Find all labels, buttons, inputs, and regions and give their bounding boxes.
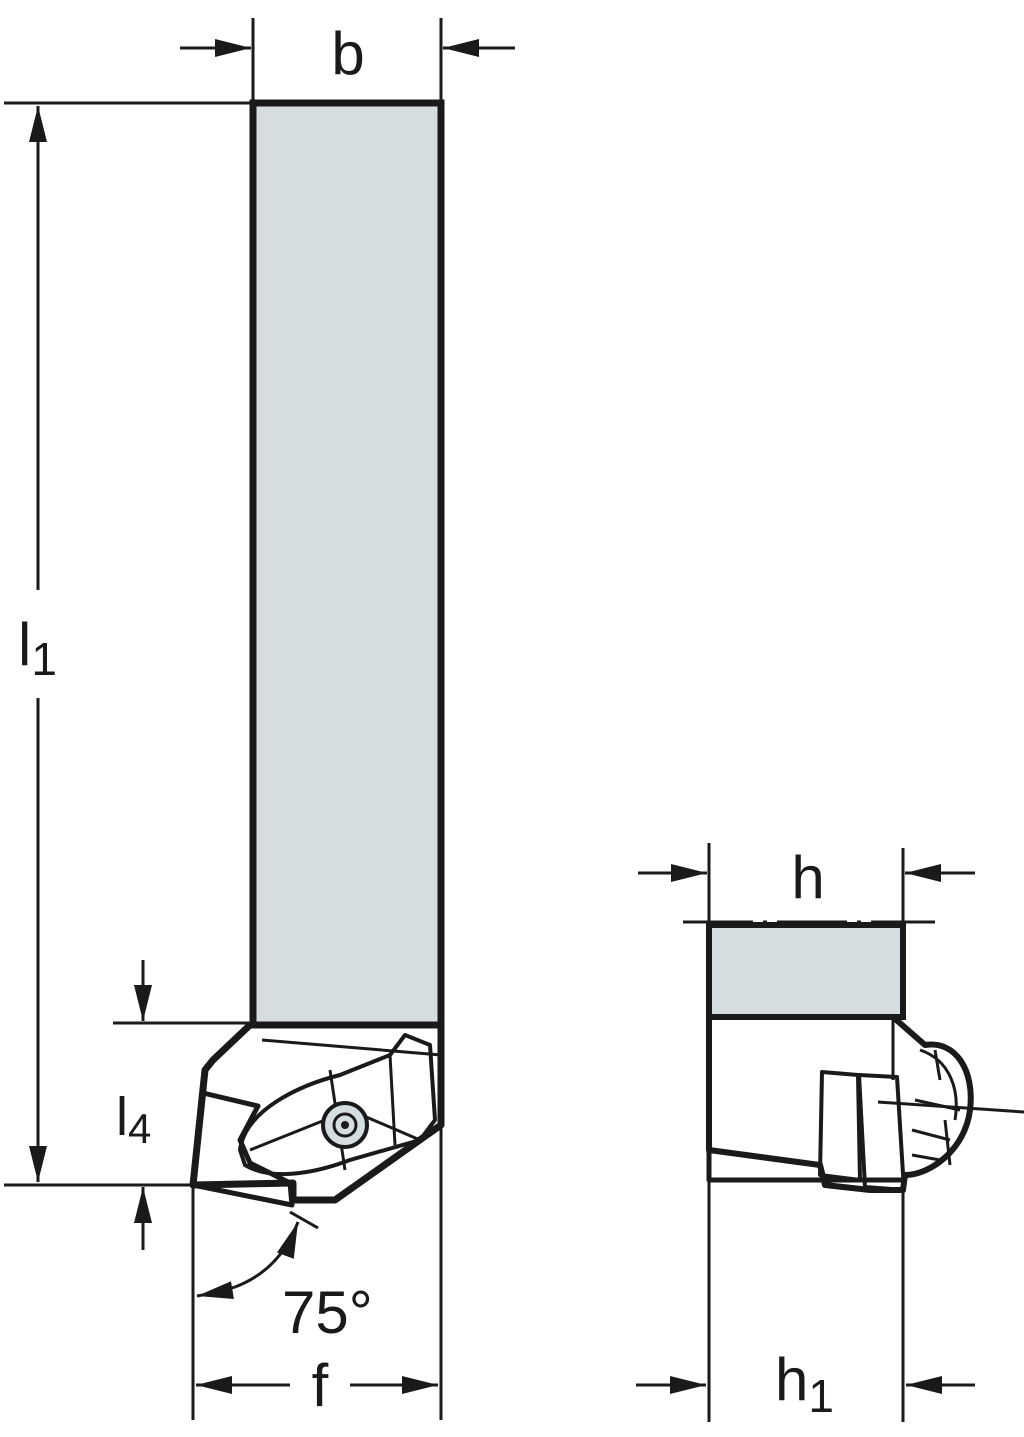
label-h1: h1 xyxy=(775,1346,834,1422)
label-l1: l1 xyxy=(18,611,57,685)
dimension-h1: h1 xyxy=(636,1180,975,1422)
label-l4: l4 xyxy=(116,1087,151,1152)
label-f: f xyxy=(312,1352,329,1419)
label-angle: 75° xyxy=(282,1279,373,1346)
label-b: b xyxy=(331,20,364,87)
dimension-angle: 75° xyxy=(196,1210,373,1346)
side-view xyxy=(706,922,1024,1193)
dimension-b: b xyxy=(180,18,515,103)
side-insert xyxy=(857,1073,906,1192)
dimension-l4: l4 xyxy=(113,960,253,1250)
tool-head xyxy=(189,1021,445,1208)
dimension-l1: l1 xyxy=(4,101,253,1187)
label-h: h xyxy=(791,844,824,911)
dimension-f: f xyxy=(191,1125,443,1420)
dimension-h: h xyxy=(638,843,975,925)
shank-top-view xyxy=(249,99,445,1029)
cutting-insert xyxy=(190,1090,295,1208)
